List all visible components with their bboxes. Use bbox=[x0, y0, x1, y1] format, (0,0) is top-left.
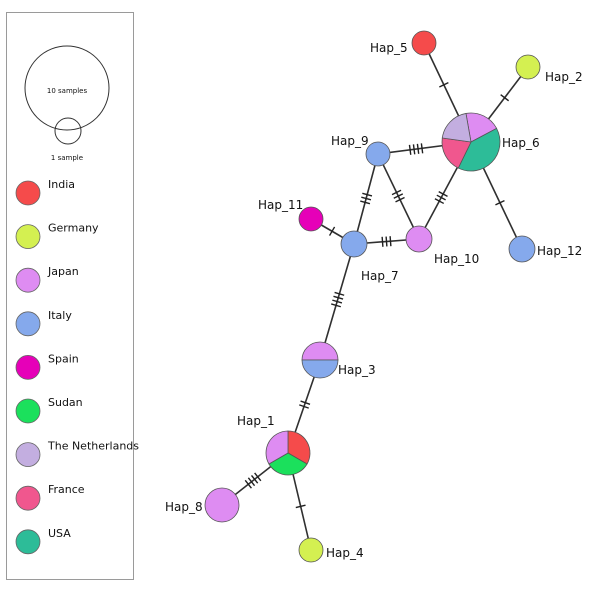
mutation-mark bbox=[389, 236, 392, 247]
haplotype-label: Hap_11 bbox=[258, 198, 303, 212]
scale-circle-large bbox=[24, 45, 110, 131]
mutation-mark bbox=[244, 479, 252, 489]
haplotype-label: Hap_8 bbox=[165, 500, 203, 514]
mutation-mark bbox=[295, 504, 306, 509]
mutation-mark bbox=[439, 82, 449, 88]
mutation-mark bbox=[391, 189, 402, 196]
mutation-mark bbox=[300, 400, 311, 406]
haplotype-slice bbox=[457, 127, 501, 172]
mutation-mark bbox=[408, 144, 412, 155]
mutation-mark bbox=[328, 226, 336, 236]
haplotype-node bbox=[365, 141, 391, 167]
legend-swatch bbox=[15, 529, 41, 555]
haplotype-node bbox=[340, 230, 368, 258]
haplotype-label: Hap_4 bbox=[326, 546, 364, 560]
haplotype-slice bbox=[301, 359, 339, 379]
mutation-mark bbox=[247, 477, 256, 487]
mutation-mark bbox=[395, 196, 405, 203]
haplotype-slice bbox=[441, 137, 472, 169]
mutation-mark bbox=[331, 303, 342, 308]
haplotype-label: Hap_6 bbox=[502, 136, 540, 150]
haplotype-label: Hap_5 bbox=[370, 41, 408, 55]
haplotype-node bbox=[411, 30, 437, 56]
mutation-mark bbox=[393, 193, 404, 199]
legend-swatch bbox=[15, 267, 41, 293]
scale-label-small: 1 sample bbox=[51, 154, 83, 162]
mutation-mark bbox=[412, 144, 416, 155]
haplotype-slice bbox=[465, 112, 498, 143]
legend-swatch bbox=[15, 485, 41, 511]
legend-label: India bbox=[48, 178, 75, 191]
haplotype-node bbox=[204, 487, 240, 523]
legend-swatch bbox=[15, 180, 41, 206]
legend-label: Spain bbox=[48, 352, 79, 365]
mutation-mark bbox=[438, 191, 448, 198]
legend-swatch bbox=[15, 354, 41, 380]
mutation-mark bbox=[334, 291, 345, 296]
mutation-mark bbox=[385, 236, 388, 247]
mutation-mark bbox=[434, 198, 445, 205]
haplotype-node bbox=[508, 235, 536, 263]
haplotype-label: Hap_10 bbox=[434, 252, 479, 266]
mutation-mark bbox=[416, 143, 420, 154]
haplotype-node bbox=[405, 225, 433, 253]
haplotype-label: Hap_2 bbox=[545, 70, 583, 84]
haplotype-label: Hap_9 bbox=[331, 134, 369, 148]
legend-swatch bbox=[15, 398, 41, 424]
legend-label: France bbox=[48, 483, 85, 496]
legend-label: Sudan bbox=[48, 396, 83, 409]
mutation-mark bbox=[254, 472, 262, 482]
mutation-mark bbox=[250, 474, 259, 484]
haplotype-slice bbox=[441, 112, 472, 143]
haplotype-node bbox=[298, 206, 324, 232]
mutation-mark bbox=[361, 196, 372, 201]
mutation-mark bbox=[332, 299, 343, 304]
mutation-mark bbox=[381, 236, 384, 247]
legend-panel bbox=[6, 12, 134, 580]
legend-label: Germany bbox=[48, 222, 99, 235]
haplotype-node bbox=[298, 537, 324, 563]
legend-label: USA bbox=[48, 527, 71, 540]
haplotype-slice bbox=[301, 341, 339, 361]
scale-label-large: 10 samples bbox=[47, 87, 88, 95]
mutation-mark bbox=[362, 192, 373, 197]
legend-swatch bbox=[15, 442, 41, 468]
legend-swatch bbox=[15, 311, 41, 337]
haplotype-slice bbox=[265, 430, 289, 465]
mutation-mark bbox=[436, 194, 446, 201]
mutation-mark bbox=[299, 404, 309, 409]
mutation-mark bbox=[500, 94, 510, 102]
mutation-mark bbox=[333, 295, 344, 300]
haplotype-label: Hap_7 bbox=[361, 269, 399, 283]
haplotype-node bbox=[515, 54, 541, 80]
legend-label: The Netherlands bbox=[47, 440, 139, 453]
haplotype-label: Hap_1 bbox=[237, 414, 275, 428]
haplotype-label: Hap_3 bbox=[338, 363, 376, 377]
legend-label: Japan bbox=[47, 265, 79, 278]
legend-label: Italy bbox=[48, 309, 72, 322]
scale-circle-small bbox=[54, 117, 82, 145]
legend-swatch bbox=[15, 224, 41, 250]
mutation-mark bbox=[420, 143, 424, 154]
mutation-mark bbox=[495, 199, 505, 206]
mutation-mark bbox=[360, 200, 371, 205]
haplotype-label: Hap_12 bbox=[537, 244, 582, 258]
